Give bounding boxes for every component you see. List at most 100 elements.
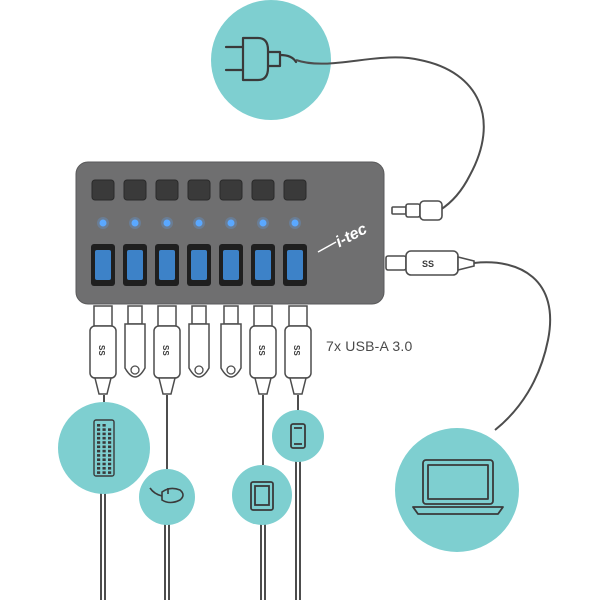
keyboard-key <box>108 471 112 474</box>
usb-hub: i-tec <box>75 161 385 305</box>
keyboard-key <box>108 462 112 466</box>
keyboard-key <box>108 436 112 440</box>
usb-plug-ss-logo-3: SS <box>161 345 170 356</box>
tablet-circle <box>232 465 292 525</box>
keyboard-key <box>102 467 106 470</box>
led-4 <box>195 219 203 227</box>
usb-port-tongue-1 <box>95 250 111 280</box>
keyboard-key <box>97 424 101 427</box>
usb-plug-strain-relief-1 <box>94 377 112 395</box>
keyboard-key <box>97 467 101 470</box>
usb-port-tongue-7 <box>287 250 303 280</box>
led-3 <box>163 219 171 227</box>
led-2 <box>131 219 139 227</box>
keyboard-key <box>97 471 101 474</box>
keyboard-key <box>102 462 106 466</box>
led-7 <box>291 219 299 227</box>
usb-plug-strain-relief-3 <box>158 377 176 395</box>
keyboard-key <box>108 445 112 449</box>
usb-plug-strain-relief-6 <box>254 377 272 395</box>
usb-plug-ss-logo-7: SS <box>292 345 301 356</box>
keyboard-key <box>102 424 106 427</box>
usb-ss-logo: SS <box>422 259 434 269</box>
usb-flash-drive-keyring-4 <box>194 365 204 375</box>
power-switch-5 <box>219 179 243 201</box>
led-5 <box>227 219 235 227</box>
power-plug-icon <box>224 36 298 82</box>
usb-plug-strain-relief-7 <box>289 377 307 395</box>
keyboard-key <box>97 445 101 449</box>
keyboard-key <box>102 436 106 440</box>
keyboard-key <box>97 458 101 461</box>
keyboard-key <box>102 454 106 457</box>
power-switch-4 <box>187 179 211 201</box>
mouse-icon <box>149 487 184 504</box>
usb-a-ports <box>91 244 307 286</box>
usb-port-tongue-6 <box>255 250 271 280</box>
downstream-devices: SS SS SS SS <box>89 305 312 600</box>
keyboard-key <box>102 458 106 461</box>
usb-plug-ss-logo-1: SS <box>97 345 106 356</box>
led-glow-3 <box>161 217 173 229</box>
usb-flash-drive-connector-5 <box>223 305 239 325</box>
keyboard-key <box>97 428 101 431</box>
led-glow-7 <box>289 217 301 229</box>
usb-flash-drive-icon <box>124 323 146 378</box>
keyboard-key <box>108 458 112 461</box>
mouse-circle <box>139 469 195 525</box>
usb-flash-drive-keyring-5 <box>226 365 236 375</box>
usb-plug-connector-3 <box>157 305 177 327</box>
usb-flash-drive-icon <box>188 323 210 378</box>
upstream-usb-plug <box>385 250 475 276</box>
keyboard-key <box>102 471 106 474</box>
keyboard-key <box>102 441 106 444</box>
keyboard-key <box>108 441 112 444</box>
keyboard-icon <box>93 419 115 477</box>
power-switches <box>91 179 307 201</box>
power-circle <box>211 0 331 120</box>
power-switch-7 <box>283 179 307 201</box>
keyboard-key <box>102 432 106 436</box>
usb-port-tongue-4 <box>191 250 207 280</box>
keyboard-key <box>108 428 112 431</box>
led-glow-2 <box>129 217 141 229</box>
laptop-icon <box>412 459 504 515</box>
keyboard-key <box>97 436 101 440</box>
led-1 <box>99 219 107 227</box>
usb-flash-drive-icon <box>220 323 242 378</box>
power-cable <box>295 56 485 211</box>
power-switch-2 <box>123 179 147 201</box>
laptop-circle <box>395 428 519 552</box>
keyboard-key <box>108 449 112 453</box>
usb-flash-drive-connector-2 <box>127 305 143 325</box>
usb-flash-drive-keyring-2 <box>130 365 140 375</box>
keyboard-key <box>102 445 106 449</box>
keyboard-key <box>97 454 101 457</box>
usb-plug-ss-logo-6: SS <box>257 345 266 356</box>
dc-plug <box>391 200 443 221</box>
tablet-icon <box>250 481 274 511</box>
keyboard-key <box>97 441 101 444</box>
power-switch-3 <box>155 179 179 201</box>
port-count-label: 7x USB-A 3.0 <box>326 338 413 354</box>
usb-plug-connector-6 <box>253 305 273 327</box>
led-6 <box>259 219 267 227</box>
led-glow-6 <box>257 217 269 229</box>
keyboard-key <box>97 462 101 466</box>
led-glow-4 <box>193 217 205 229</box>
smartphone-circle <box>272 410 324 462</box>
usb-plug-connector-7 <box>288 305 308 327</box>
laptop-cable <box>473 261 552 431</box>
usb-plug-connector-1 <box>93 305 113 327</box>
led-glow-5 <box>225 217 237 229</box>
usb-port-tongue-2 <box>127 250 143 280</box>
led-glow-1 <box>97 217 109 229</box>
smartphone-icon <box>290 423 306 449</box>
keyboard-key <box>102 428 106 431</box>
keyboard-key <box>97 432 101 436</box>
usb-port-tongue-3 <box>159 250 175 280</box>
status-leds <box>97 217 301 229</box>
power-switch-1 <box>91 179 115 201</box>
keyboard-key <box>102 449 106 453</box>
